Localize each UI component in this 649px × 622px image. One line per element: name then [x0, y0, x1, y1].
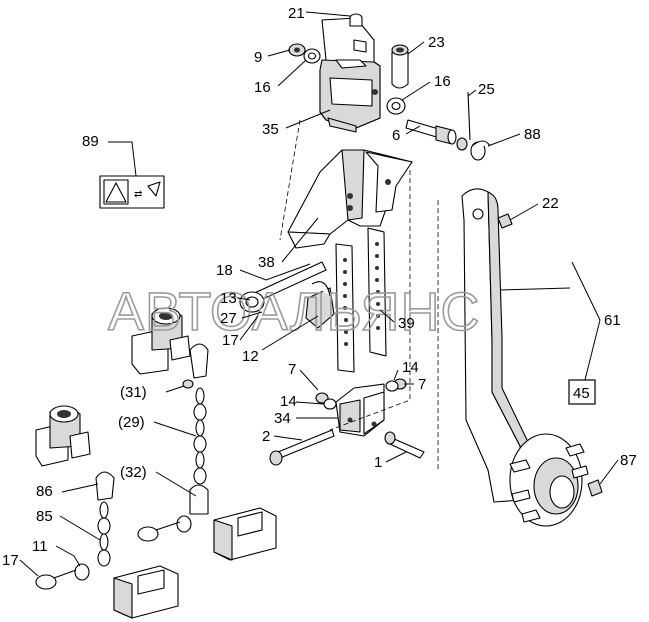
callout-2: 2	[262, 428, 270, 445]
nut-87	[587, 479, 603, 497]
callout-7-left: 7	[288, 361, 296, 378]
callout-87: 87	[620, 452, 637, 469]
washer-16-left	[303, 48, 321, 64]
callout-22: 22	[542, 195, 559, 212]
callout-35: 35	[262, 121, 279, 138]
callout-17-upper: 17	[222, 332, 239, 349]
callout-14-right: 14	[402, 359, 419, 376]
clamp-block-lower	[113, 565, 179, 619]
shackle-31	[182, 343, 209, 389]
lower-bracket-34	[335, 383, 385, 437]
lock-pin-17	[35, 569, 77, 590]
svg-text:⇄: ⇄	[134, 189, 142, 200]
clamp-block-32	[213, 507, 277, 561]
callout-31: (31)	[120, 384, 147, 401]
callout-1: 1	[374, 454, 382, 471]
callout-32: (32)	[120, 464, 147, 481]
assembly-line-3	[279, 119, 301, 241]
safety-label-89: ⇄	[99, 175, 165, 209]
washer-14-left	[323, 398, 337, 410]
callout-12: 12	[242, 348, 259, 365]
pin-88	[470, 140, 491, 161]
callout-86: 86	[36, 483, 53, 500]
washer-11	[74, 563, 90, 581]
callout-45-box	[568, 379, 596, 405]
callout-27: 27	[220, 310, 237, 327]
bolt-2	[269, 429, 335, 466]
callout-29: (29)	[118, 414, 145, 431]
callout-38: 38	[258, 254, 275, 271]
assembly-line-1	[329, 170, 411, 431]
wheel-hub-45	[509, 433, 589, 527]
washer-14-right	[385, 380, 399, 392]
callout-13: 13	[220, 290, 237, 307]
callout-16-left: 16	[254, 79, 271, 96]
shackle-86	[95, 471, 115, 501]
watermark: АВТОАЛЬЯНС	[108, 282, 480, 342]
callout-17-lower: 17	[2, 552, 19, 569]
pin-bracket-35	[319, 17, 381, 133]
callout-25: 25	[478, 81, 495, 98]
callout-39: 39	[398, 315, 415, 332]
callout-14-left: 14	[280, 393, 297, 410]
callout-6: 6	[392, 127, 400, 144]
washer-9	[288, 43, 306, 57]
callout-23: 23	[428, 34, 445, 51]
frame-bracket-38	[287, 149, 413, 249]
callout-21: 21	[288, 5, 305, 22]
drawbar-plate-left	[335, 243, 355, 373]
callout-11: 11	[32, 538, 48, 555]
bolt-21	[349, 13, 363, 27]
bolt-22	[497, 213, 513, 229]
leader-lines	[19, 11, 619, 577]
callout-61: 61	[604, 312, 621, 329]
clamp-block-lower-left	[35, 405, 91, 467]
callout-7-right: 7	[418, 376, 426, 393]
callout-34: 34	[274, 410, 291, 427]
bolt-6	[405, 119, 457, 145]
clamp-block-upper	[131, 307, 191, 375]
callout-45: 45	[573, 385, 590, 402]
bolt-1	[384, 431, 425, 459]
drawbar-plate-right	[367, 227, 387, 357]
callout-85: 85	[36, 508, 53, 525]
shackle-32	[189, 484, 209, 515]
hitch-pin-13	[239, 291, 265, 313]
chain-85	[97, 501, 111, 567]
axle-arm-61	[461, 188, 529, 503]
washer-16-right	[386, 97, 406, 115]
callout-88: 88	[524, 126, 541, 143]
clip-12	[305, 281, 335, 329]
chain-29	[193, 387, 207, 485]
callout-18: 18	[216, 262, 233, 279]
callout-89: 89	[82, 133, 99, 150]
callouts: 21 23 9 16 16 25 35 6 88 89 22 38 18 13 …	[2, 5, 637, 569]
lock-pin-32	[137, 515, 192, 542]
nut-25	[456, 91, 471, 151]
callout-16-right: 16	[434, 73, 451, 90]
callout-9: 9	[254, 49, 262, 66]
sleeve-23	[391, 44, 409, 89]
